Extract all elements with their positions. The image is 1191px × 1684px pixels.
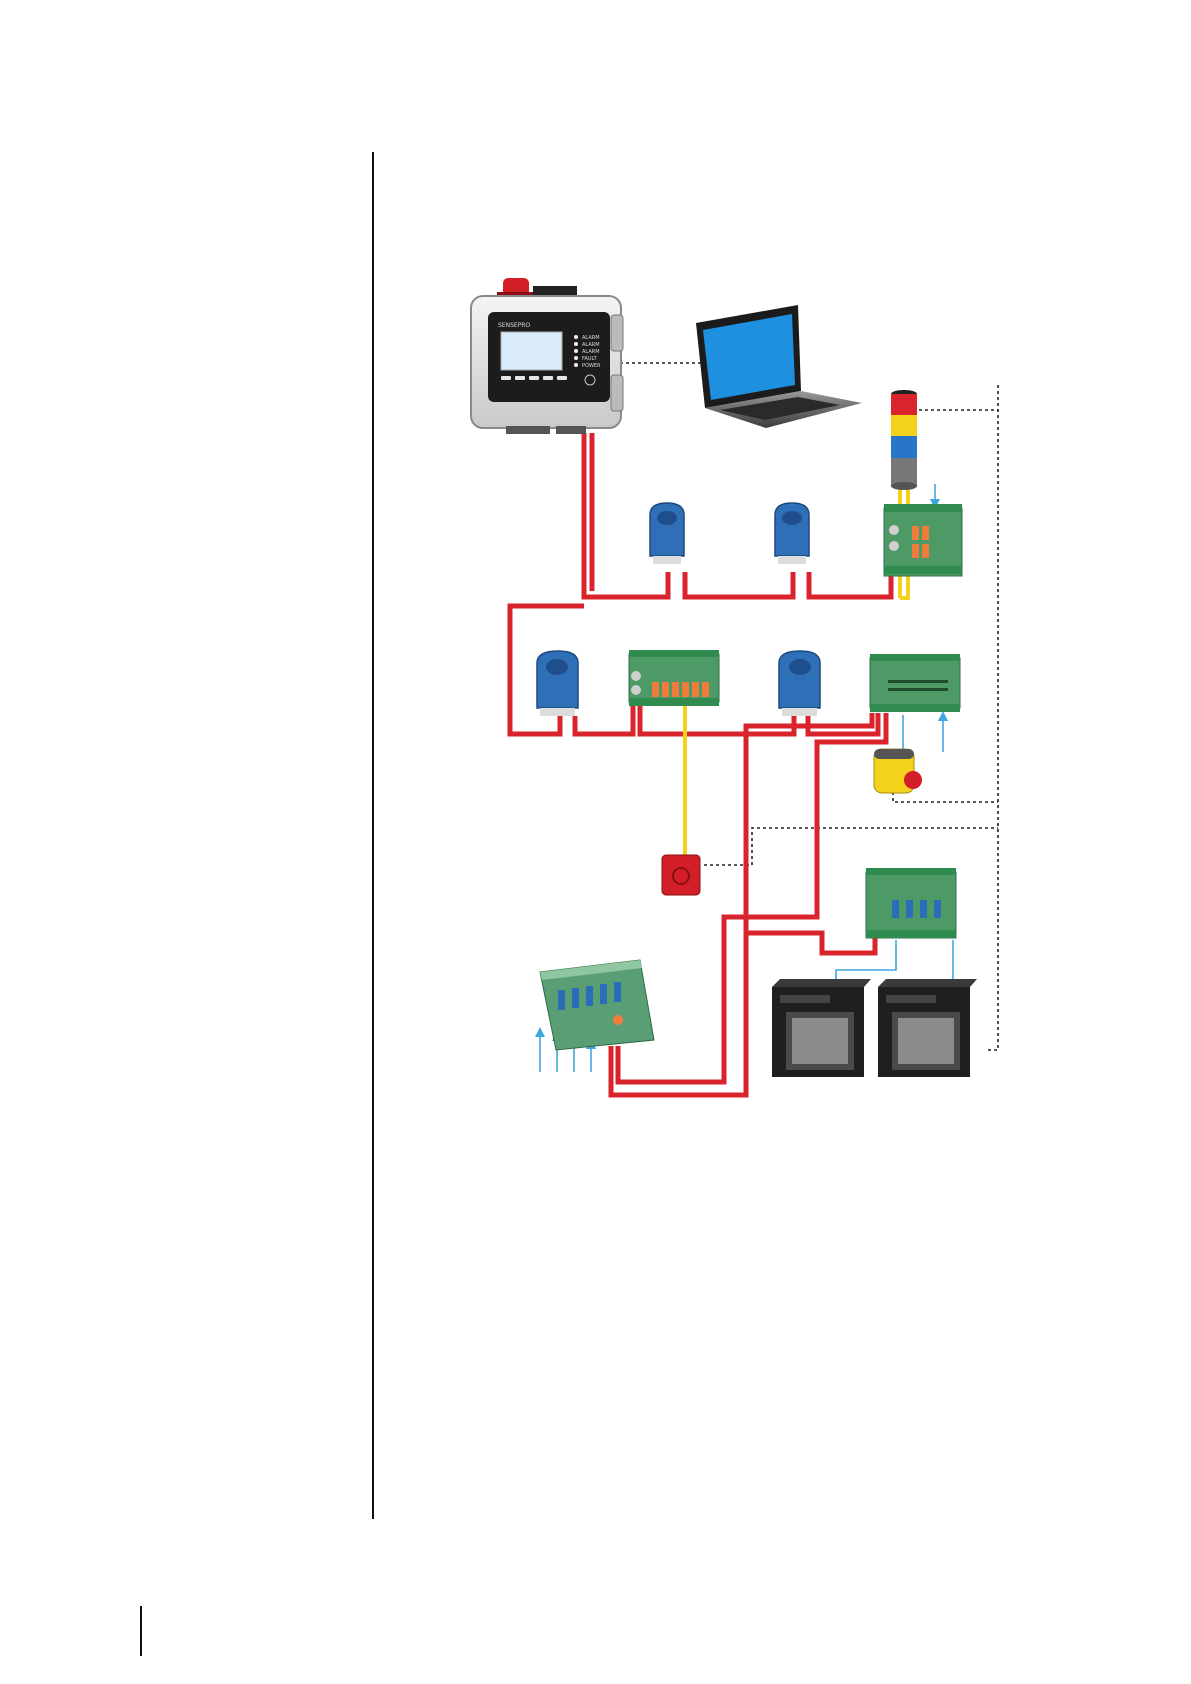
laptop [696,305,862,428]
bus-row2-b [640,703,794,734]
dotted-right-trunk [988,385,998,1050]
dotted-button [893,792,998,802]
bus-seg-1 [685,572,793,597]
relay-board-1 [884,504,962,576]
input-board [870,654,960,712]
gas-sensor-4 [779,651,820,716]
svg-text:POWER: POWER [582,363,601,369]
transmitter-board [540,960,654,1050]
push-button [874,749,922,793]
svg-text:ALARM: ALARM [582,335,600,341]
siren [662,855,700,895]
recorder-1 [772,979,871,1077]
svg-text:FAULT: FAULT [582,356,598,362]
gas-sensor-3 [537,651,578,716]
bus-analog [744,933,875,953]
controller-unit: SENSEPRO ALARM ALARM ALARM FAULT POWER [471,278,623,434]
controller-brand: SENSEPRO [498,322,530,329]
gas-sensor-2 [775,503,809,564]
analog-board [866,868,956,938]
recorder-2 [878,979,977,1077]
controller-softkeys [501,376,567,380]
relay-board-2 [629,650,719,706]
bus-row2-a [575,703,633,734]
gas-sensor-1 [650,503,684,564]
svg-text:ALARM: ALARM [582,342,600,348]
svg-text:ALARM: ALARM [582,349,600,355]
bus-seg-2 [809,572,891,597]
signal-analog-rec1 [836,940,896,985]
signal-tower [891,390,917,490]
controller-key-labels: ALARM ALARM ALARM FAULT POWER [582,335,601,369]
